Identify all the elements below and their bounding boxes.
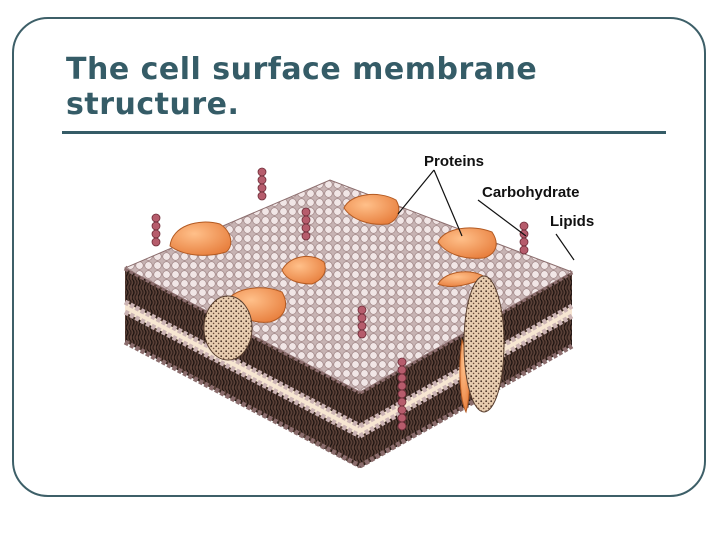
carbohydrate-chain-group	[151, 167, 529, 431]
surface-protein	[281, 255, 326, 285]
surface-protein	[343, 194, 400, 225]
carbohydrate-chain	[519, 221, 529, 255]
title-line-1: The cell surface membrane	[66, 52, 538, 87]
surface-protein	[437, 227, 497, 259]
carbohydrate-chain	[357, 305, 367, 339]
title-underline	[62, 131, 666, 134]
leader-carbohydrate	[477, 199, 527, 237]
carbohydrate-chain	[151, 213, 161, 247]
surface-protein	[169, 221, 232, 256]
label-proteins: Proteins	[424, 153, 484, 170]
label-lipids: Lipids	[550, 213, 594, 230]
carbohydrate-chain	[257, 167, 267, 201]
carbohydrate-chain	[397, 357, 407, 431]
channel-protein	[463, 275, 505, 413]
leader-proteins	[397, 169, 463, 237]
leader-lipids	[555, 233, 575, 261]
channel-protein-group	[203, 271, 505, 414]
slide-frame	[12, 17, 706, 497]
title-line-2: structure.	[66, 87, 240, 122]
channel-protein	[203, 295, 253, 361]
carbohydrate-chain	[301, 207, 311, 241]
label-carbohydrate: Carbohydrate	[482, 184, 580, 201]
slide-title: The cell surface membrane structure.	[66, 52, 666, 122]
label-leaders	[397, 169, 575, 261]
